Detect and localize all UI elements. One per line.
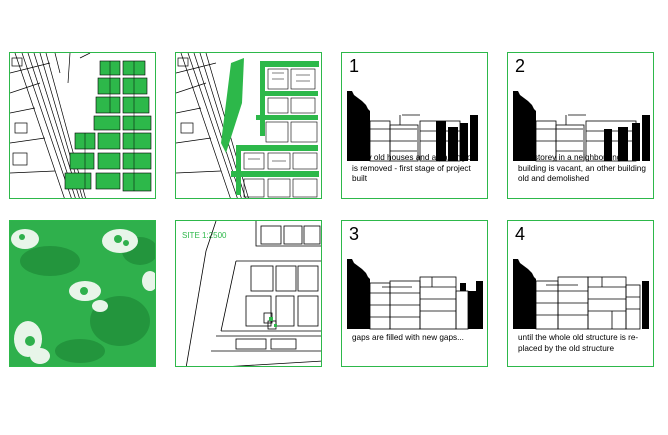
- site-markers: [269, 317, 277, 327]
- step-3-section-drawing: [347, 259, 483, 330]
- site-plan: SITE 1:2500: [175, 220, 322, 367]
- step-2-section-drawing: [513, 91, 650, 162]
- step-4-panel: 4 until the whole old structure is re-pl…: [507, 220, 654, 367]
- step-4-section-drawing: [513, 259, 649, 330]
- step-1-panel: 1 a few old houses and a parkinglot is r…: [341, 52, 488, 199]
- site-map-1-drawing: [10, 53, 152, 198]
- step-number: 4: [515, 224, 526, 244]
- green-blocks: [64, 60, 152, 192]
- site-map-2: [175, 52, 322, 199]
- step-caption: one storey in a neighbouring building is…: [518, 153, 646, 183]
- vegetation-texture-drawing: [10, 221, 155, 366]
- site-map-1: [9, 52, 156, 199]
- step-number: 3: [349, 224, 360, 244]
- site-plan-drawing: [185, 221, 321, 366]
- step-3-panel: 3 gaps are filled with new gaps...: [341, 220, 488, 367]
- step-2-panel: 2 one storey in a neighbouring building …: [507, 52, 654, 199]
- vegetation-texture: [9, 220, 156, 367]
- step-1-section-drawing: [347, 91, 478, 162]
- step-number: 2: [515, 56, 526, 76]
- site-map-2-drawing: [176, 53, 319, 198]
- scale-label: SITE 1:2500: [182, 231, 227, 240]
- green-streets: [231, 61, 319, 195]
- step-caption: gaps are filled with new gaps...: [352, 333, 464, 342]
- step-caption: a few old houses and a parkinglot is rem…: [352, 153, 474, 183]
- step-caption: until the whole old structure is re-plac…: [518, 333, 639, 353]
- step-number: 1: [349, 56, 360, 76]
